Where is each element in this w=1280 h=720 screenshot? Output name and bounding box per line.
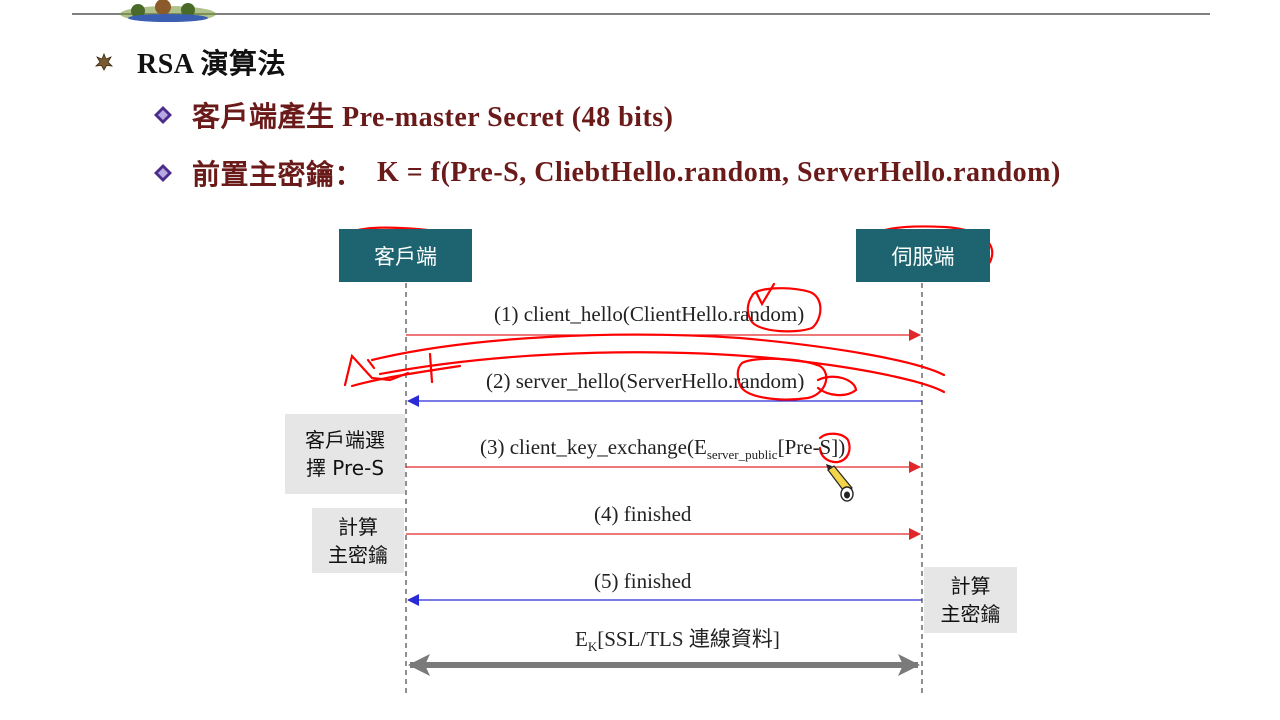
bullet-master-key: 前置主密鑰： K = f(Pre-S, CliebtHello.random, … <box>152 153 1061 193</box>
note-server-calc-line2: 主密鑰 <box>940 602 1001 626</box>
message-3-label: (3) client_key_exchange(Eserver_public[P… <box>480 435 845 463</box>
diamond-bullet-icon <box>154 164 172 182</box>
note-server-calc-line1: 計算 <box>950 574 991 598</box>
server-box: 伺服端 <box>856 229 990 282</box>
message-5-label: (5) finished <box>594 569 692 593</box>
server-label: 伺服端 <box>891 244 955 269</box>
bullet-rsa: RSA 演算法 <box>93 42 286 82</box>
handwritten-annotations <box>340 225 994 464</box>
message-6-suffix: [SSL/TLS 連線資料] <box>597 627 780 651</box>
message-2-label: (2) server_hello(ServerHello.random) <box>486 369 805 393</box>
client-label: 客戶端 <box>374 244 437 269</box>
message-3-suffix: [Pre-S]) <box>777 435 846 459</box>
message-6-subscript: K <box>587 639 598 655</box>
bullet-rsa-text: RSA 演算法 <box>137 49 286 80</box>
message-4-label: (4) finished <box>594 502 692 526</box>
note-server-calc: 計算 主密鑰 <box>924 567 1017 633</box>
note-client-select-line2: 擇 Pre-S <box>305 456 385 480</box>
diamond-bullet-icon <box>154 106 172 124</box>
note-client-calc-line2: 主密鑰 <box>328 542 388 567</box>
note-client-select: 客戶端選 擇 Pre-S <box>285 414 405 494</box>
bullet-premaster-text: 客戶端產生 Pre-master Secret (48 bits) <box>192 102 674 133</box>
header-logo-icon <box>120 0 216 22</box>
message-3-subscript: server_public <box>706 447 778 463</box>
message-6-label: EK[SSL/TLS 連線資料] <box>575 623 780 655</box>
message-1-label: (1) client_hello(ClientHello.random) <box>494 302 805 326</box>
pencil-cursor-icon <box>826 464 854 502</box>
note-client-calc: 計算 主密鑰 <box>312 508 404 573</box>
note-client-select-line1: 客戶端選 <box>305 428 385 452</box>
note-client-calc-line1: 計算 <box>338 514 378 539</box>
bullet-master-key-formula: K = f(Pre-S, CliebtHello.random, ServerH… <box>377 157 1061 188</box>
message-6-prefix: E <box>575 627 588 651</box>
message-3-prefix: (3) client_key_exchange(E <box>480 435 707 459</box>
star-bullet-icon <box>94 52 114 71</box>
bullet-master-key-label: 前置主密鑰： <box>192 160 364 191</box>
top-rule <box>72 13 1210 15</box>
client-box: 客戶端 <box>339 229 472 282</box>
bullet-premaster: 客戶端產生 Pre-master Secret (48 bits) <box>152 95 674 135</box>
